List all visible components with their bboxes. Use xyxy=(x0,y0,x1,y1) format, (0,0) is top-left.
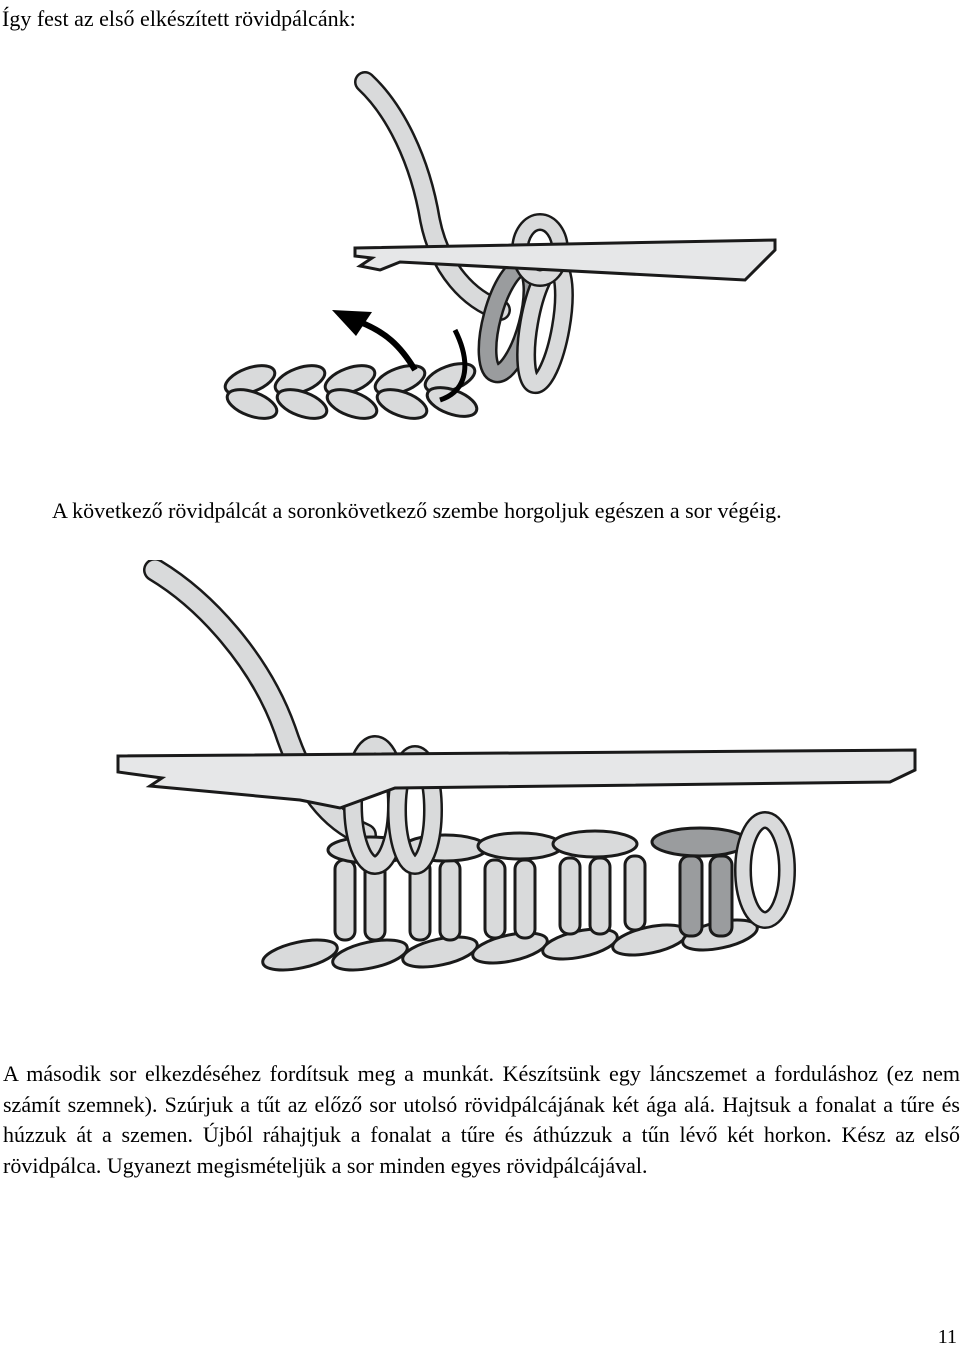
crochet-hook xyxy=(116,748,917,810)
stitch-top-chain xyxy=(326,811,796,929)
instructions-paragraph: A második sor elkezdéséhez fordítsuk meg… xyxy=(3,1061,960,1178)
page-number: 11 xyxy=(937,1326,957,1348)
direction-arrow xyxy=(332,310,468,403)
stitch-loops xyxy=(343,735,443,875)
crochet-illustration-stitch-row xyxy=(116,560,917,972)
stitch-posts xyxy=(333,854,734,942)
crochet-illustration-first-stitch xyxy=(223,71,777,420)
figure-caption: A következő rövidpálcát a soronkövetkező… xyxy=(52,498,782,523)
crochet-hook xyxy=(353,238,777,282)
page-heading: Így fest az első elkészített rövidpálcán… xyxy=(2,6,356,31)
foundation-chain xyxy=(223,362,479,420)
